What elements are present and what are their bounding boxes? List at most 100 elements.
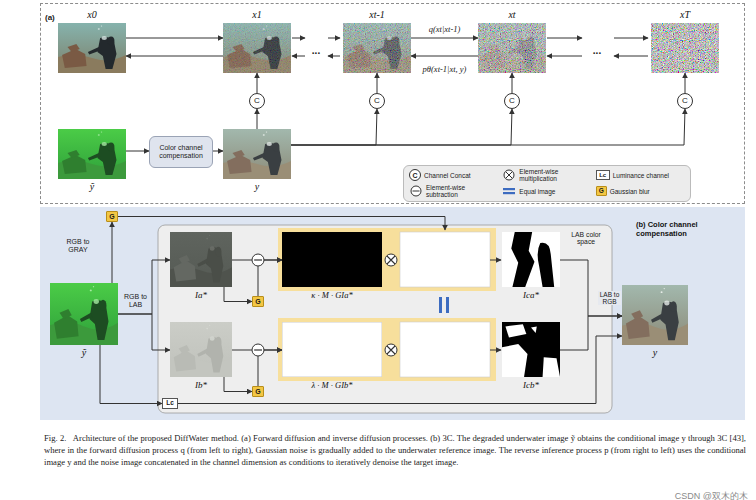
connector-arrow (291, 109, 377, 145)
image-label: y (622, 347, 688, 359)
diver-tank (215, 337, 221, 347)
multiply-symbol (385, 254, 397, 266)
multiply-symbol (387, 256, 395, 264)
image-label: Ib* (170, 379, 232, 391)
multiply-symbol (387, 346, 395, 354)
image-label: κ · M · GIa* (282, 289, 382, 301)
image-tile: xt-1 (343, 23, 411, 73)
label-slot: ... (587, 40, 607, 58)
highlight-strip (278, 318, 496, 381)
diver (97, 37, 116, 69)
image-illustration (343, 23, 411, 73)
bubble (101, 132, 102, 133)
image-illustration (170, 322, 232, 377)
image-label: Ia* (170, 289, 232, 301)
equal-bar (439, 297, 442, 313)
label-slot: LAB color space (563, 230, 609, 248)
noise (478, 23, 546, 73)
image-tile: Ib* (170, 322, 232, 377)
bubble (101, 26, 102, 27)
process-box: Color channel compensation (149, 136, 213, 168)
legend-symbol (502, 185, 516, 197)
label-slot: ... (306, 40, 326, 58)
figure-caption: Fig. 2. Architecture of the proposed Dif… (44, 432, 746, 469)
connector-arrow (126, 38, 223, 39)
mask-region (505, 324, 526, 337)
blur-box: G (252, 386, 264, 397)
image-illustration (58, 129, 126, 179)
diver (88, 153, 100, 161)
diver-mask (102, 142, 107, 146)
legend-text: Channel Concat (424, 172, 471, 179)
box-label: Lc (166, 400, 174, 407)
statue (227, 155, 251, 174)
concat-circle: C (249, 93, 265, 109)
connector-arrow (232, 350, 282, 351)
image-tile: Ia* (170, 232, 232, 287)
connector-arrow (126, 151, 149, 152)
water (343, 23, 411, 73)
subtract-symbol (252, 344, 264, 356)
statue (68, 150, 80, 158)
image-illustration (282, 232, 382, 287)
multiply-symbol (385, 254, 397, 266)
statue (174, 351, 196, 372)
connector-arrow (112, 222, 113, 283)
connector-arrow (118, 260, 170, 314)
edge-label-slot: pθ(xt-1|xt, y) (423, 58, 467, 76)
step-note: LAB to RGB (598, 291, 621, 305)
water (223, 129, 291, 179)
mask-ground (502, 232, 560, 287)
image-illustration (478, 23, 546, 73)
diver-tank (108, 143, 115, 152)
bubble (263, 134, 265, 136)
legend-item: LcLuminance channel (596, 168, 685, 182)
connector-arrow (118, 314, 170, 350)
bubble (266, 132, 267, 133)
bubble (90, 290, 92, 292)
connector-arrow (213, 151, 223, 152)
bubble (209, 325, 210, 326)
image-label: xt (478, 9, 546, 21)
diver (197, 348, 208, 356)
diver-mask (210, 336, 215, 340)
image-tile: Icb* (502, 322, 560, 377)
image-tile: Ica* (502, 232, 560, 287)
noise (223, 23, 291, 73)
connector-arrow (224, 287, 252, 302)
water (170, 232, 232, 287)
image-label: xT (651, 9, 719, 21)
statue (68, 44, 80, 52)
statue (54, 315, 78, 339)
legend-text: Equal image (519, 188, 555, 195)
diver-mask (664, 301, 669, 306)
panel-fill (40, 207, 745, 420)
image-label: Ica* (502, 289, 560, 301)
bubble (206, 328, 208, 330)
label-slot: CSDN @双木的木 (540, 485, 748, 500)
legend-symbol: G (596, 186, 607, 196)
ellipsis-mark: ... (312, 45, 320, 56)
image-illustration (170, 232, 232, 287)
diver-tank (670, 301, 677, 312)
flow-arrow (292, 38, 305, 39)
diver (206, 337, 223, 372)
flow-arrow (328, 38, 340, 39)
statue (179, 255, 190, 264)
statue (626, 316, 650, 339)
diver (651, 314, 663, 323)
diver (80, 313, 92, 322)
watermark: CSDN @双木的木 (675, 492, 748, 500)
image-illustration (622, 285, 688, 345)
water (58, 129, 126, 179)
concat-circle: C (504, 93, 520, 109)
image-label: x1 (223, 9, 291, 21)
legend-symbol: Lc (596, 170, 610, 180)
diver (89, 300, 108, 340)
statue (174, 261, 196, 282)
diver-tank (100, 300, 107, 311)
ellipsis-mark: ... (593, 45, 601, 56)
bubble (209, 235, 210, 236)
image-illustration (651, 23, 719, 73)
